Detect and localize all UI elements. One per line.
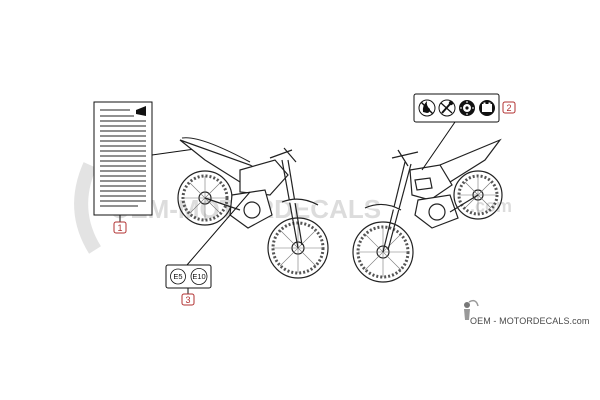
warning-icons-callout: 2 [413, 93, 516, 171]
fuel-label-callout: E5 E10 3 [165, 191, 251, 306]
fuel-e10-badge [190, 268, 208, 285]
engine-gear-icon [459, 100, 475, 116]
callout-1-number: 1 [117, 223, 122, 233]
label-sheet-callout: 1 [93, 101, 203, 234]
tool-wrench-icon [438, 99, 456, 117]
callout-2-box [502, 101, 516, 114]
callout-3-box [181, 293, 195, 306]
battery-icon [479, 100, 495, 116]
motorcycle-right-illustration [352, 138, 503, 283]
fuel-e5-badge [170, 268, 186, 285]
callout-3-number: 3 [185, 295, 190, 305]
brand-footer-text: OEM - MOTORDECALS.com [470, 316, 590, 326]
fuel-e10-text: E10 [192, 272, 205, 281]
no-smoking-flame-icon [418, 99, 436, 117]
callout-2-number: 2 [506, 103, 511, 113]
fuel-e5-text: E5 [173, 272, 182, 281]
label-sheet [93, 101, 153, 216]
brand-logo-icon [464, 299, 479, 320]
callout-2-leader [421, 121, 456, 171]
watermark-domain: .com [470, 196, 512, 216]
callout-1-box [113, 221, 127, 234]
wing-logo-icon [136, 106, 146, 116]
callout-3-leader [186, 191, 251, 266]
label-sheet-text-lines [100, 109, 146, 207]
warning-icons-strip [413, 93, 500, 123]
motorcycle-left-illustration [177, 137, 329, 279]
